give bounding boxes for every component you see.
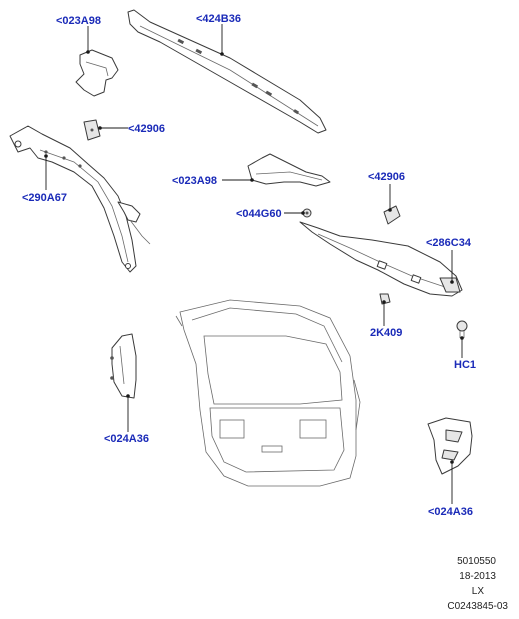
callout-023a98-top: <023A98 xyxy=(56,15,101,27)
callout-424b36: <424B36 xyxy=(196,13,241,25)
callout-023a98-mid: <023A98 xyxy=(172,175,217,187)
part-tailgate-outline xyxy=(175,299,361,487)
part-bracket-023a98-mid xyxy=(247,153,331,187)
callout-024a36-right: <024A36 xyxy=(428,506,473,518)
callout-286c34: <286C34 xyxy=(426,237,472,249)
leader-lines xyxy=(44,24,464,504)
callout-42906-right: <42906 xyxy=(368,171,405,183)
part-clip-42906-left xyxy=(83,119,101,141)
reference-block: 5010550 18-2013 LX C0243845-03 xyxy=(447,556,508,612)
part-trim-panel-286c34 xyxy=(299,221,463,297)
reference-line-4: C0243845-03 xyxy=(447,601,508,612)
callout-024a36-left: <024A36 xyxy=(104,433,149,445)
reference-line-3: LX xyxy=(472,586,485,597)
callout-044g60: <044G60 xyxy=(236,208,282,220)
callout-42906-left: <42906 xyxy=(128,123,165,135)
callout-2k409: 2K409 xyxy=(370,327,402,339)
part-side-trim-024a36-left xyxy=(110,333,137,399)
reference-line-2: 18-2013 xyxy=(459,571,496,582)
part-pillar-trim-290a67 xyxy=(9,125,151,273)
part-fastener-hc1 xyxy=(456,320,468,338)
part-bracket-023a98-top xyxy=(75,49,119,97)
part-clip-42906-right xyxy=(383,205,401,225)
reference-line-1: 5010550 xyxy=(457,556,496,567)
part-side-trim-024a36-right xyxy=(427,417,473,475)
part-roof-trim-424b36 xyxy=(127,9,327,134)
callout-hc1: HC1 xyxy=(454,359,476,371)
callout-290a67: <290A67 xyxy=(22,192,67,204)
